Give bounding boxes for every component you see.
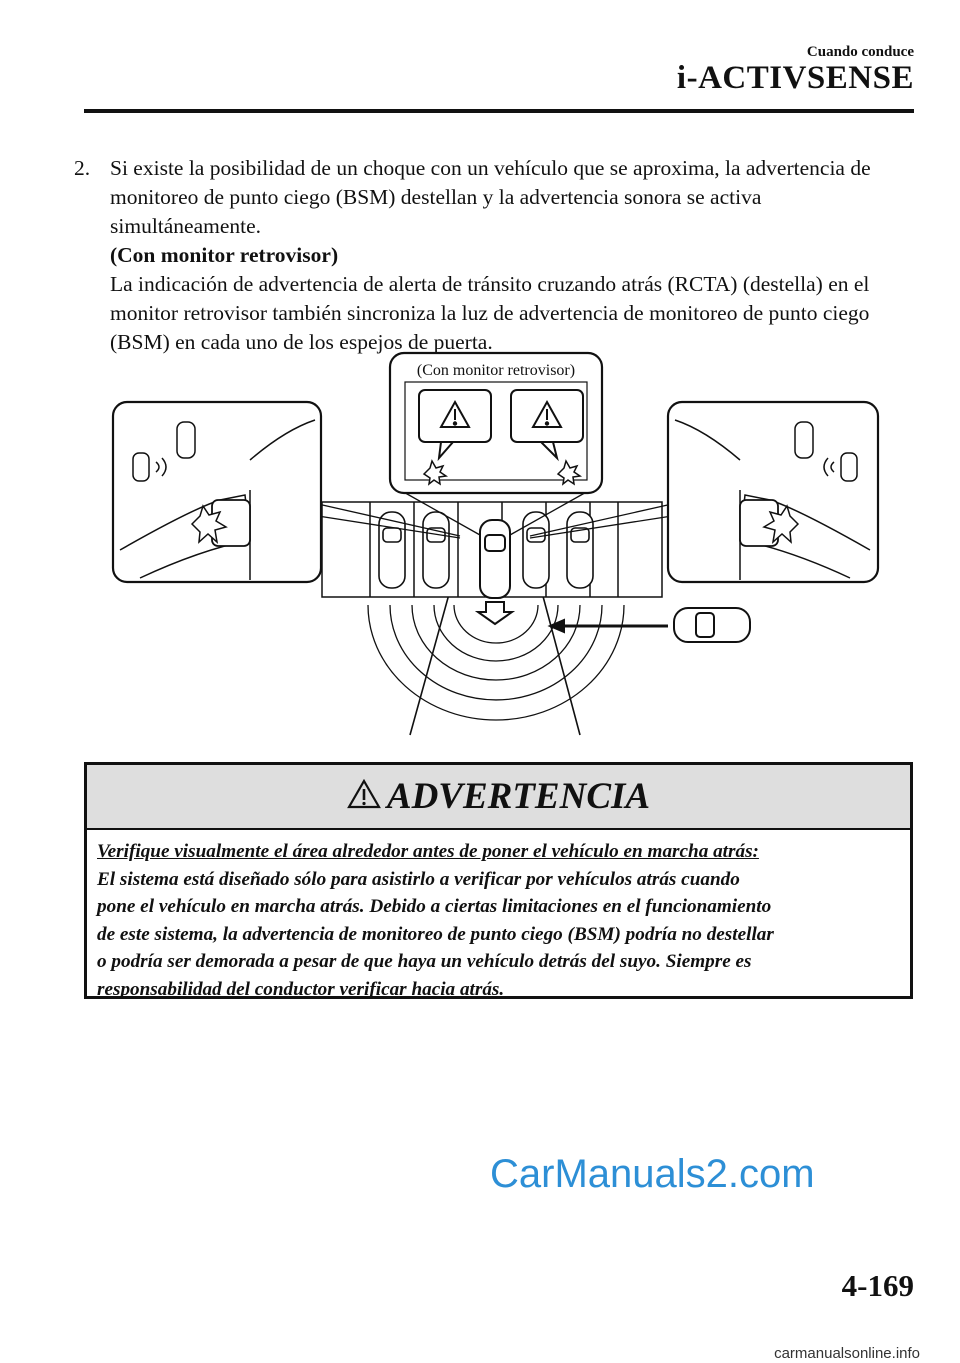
item-line: La indicación de advertencia de alerta d… (110, 272, 870, 296)
left-mirror-inset (111, 400, 461, 584)
warning-box: ADVERTENCIA Verifique visualmente el áre… (84, 762, 913, 1000)
own-car (474, 519, 516, 626)
callout-label: (Con monitor retrovisor) (417, 362, 575, 379)
item-subheading: (Con monitor retrovisor) (110, 243, 339, 267)
item-line: monitoreo de punto ciego (BSM) destellan… (110, 185, 762, 209)
flash-icon (422, 459, 449, 486)
warning-triangle-icon (531, 399, 563, 428)
warning-text: Verifique visualmente el área alrededor … (87, 830, 910, 1003)
detection-arcs (367, 604, 625, 721)
warning-line: El sistema está diseñado sólo para asist… (97, 868, 740, 890)
section-title: Cuando conduce (806, 44, 914, 60)
warning-line: o podría ser demorada a pesar de que hay… (97, 951, 752, 972)
warning-triangle-icon (346, 778, 381, 814)
warning-triangle-icon (439, 399, 471, 428)
parked-cars (378, 511, 594, 589)
rear-monitor-inset: (Con monitor retrovisor) (388, 351, 604, 536)
warning-line: pone el vehículo en marcha atrás. Debido… (97, 896, 772, 917)
watermark: CarManuals2.com (490, 1152, 815, 1196)
approaching-car (547, 607, 751, 643)
footer-link[interactable]: carmanualsonline.info (774, 1345, 920, 1362)
item-line: monitor retrovisor también sincroniza la… (110, 301, 870, 325)
page-number: 4-169 (841, 1268, 914, 1303)
item-line: Si existe la posibilidad de un choque co… (110, 156, 871, 180)
parking-diagram: (Con monitor retrovisor) (100, 350, 890, 740)
item-2: 2. Si existe la posibilidad de un choque… (74, 154, 924, 357)
right-mirror-inset (529, 400, 880, 584)
chapter-title: i-ACTIVSENSE (676, 60, 914, 96)
item-line: (BSM) en cada uno de los espejos de puer… (110, 330, 493, 354)
warning-lead: Verifique visualmente el área alrededor … (97, 841, 759, 862)
header-rule (84, 109, 914, 113)
warning-line: responsabilidad del conductor verificar … (97, 978, 505, 1000)
flash-icon (556, 459, 583, 486)
warning-line: de este sistema, la advertencia de monit… (97, 923, 774, 945)
item-number: 2. (74, 156, 91, 180)
warning-title: ADVERTENCIA (386, 776, 651, 817)
item-line: simultáneamente. (110, 214, 262, 238)
warning-header: ADVERTENCIA (87, 765, 910, 830)
